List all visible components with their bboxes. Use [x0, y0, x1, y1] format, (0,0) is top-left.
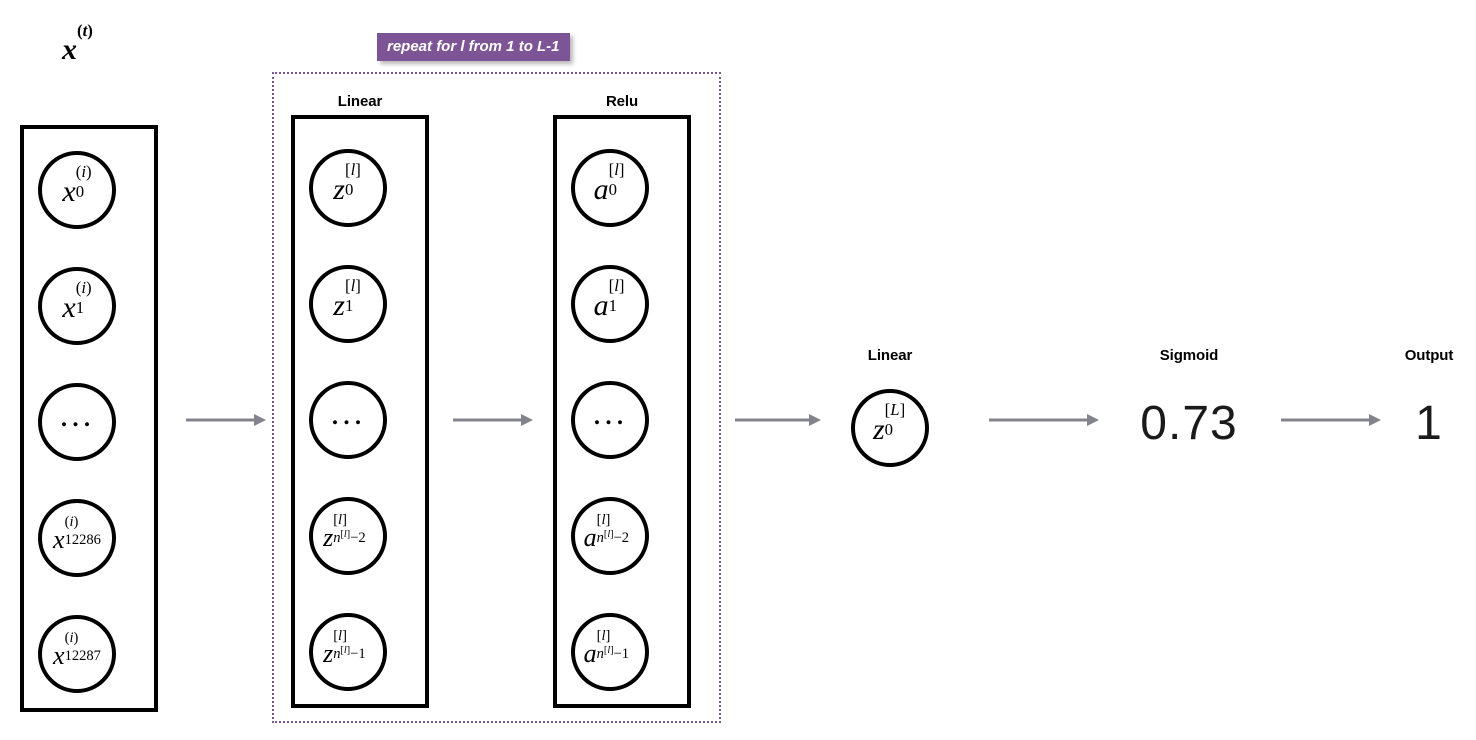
arrowhead-icon — [809, 414, 821, 426]
ellipsis-label: ... — [592, 395, 628, 432]
ellipsis-label: ... — [59, 397, 95, 434]
node-input-1[interactable]: x(i)1(i) — [38, 267, 116, 345]
node-label: z[L]0[L] — [872, 399, 906, 446]
node-z-1[interactable]: z[l]1[l] — [309, 265, 387, 343]
sigmoid-value: 0.73 — [1140, 397, 1238, 450]
arrow-input-to-hidden — [186, 410, 266, 430]
output-value: 1 — [1415, 397, 1443, 450]
arrowhead-icon — [254, 414, 266, 426]
node-input-0[interactable]: x(i)0(i) — [38, 151, 116, 229]
hidden-column-label-linear: Linear — [337, 93, 383, 110]
node-input-ellipsis: ... — [38, 383, 116, 461]
node-label: z[l]n[l]−2n[l]−2 — [323, 512, 366, 552]
node-z-n-minus-1[interactable]: z[l]n[l]−1n[l]−1 — [309, 613, 387, 691]
node-label: z[l]n[l]−1n[l]−1 — [323, 628, 366, 668]
arrow-linear-to-relu — [453, 410, 533, 430]
arrowhead-icon — [1087, 414, 1099, 426]
node-a-1[interactable]: a[l]1[l] — [571, 265, 649, 343]
node-z-n-minus-2[interactable]: z[l]n[l]−2n[l]−2 — [309, 497, 387, 575]
input-layer-title: x(t) — [62, 20, 93, 66]
node-label: a[l]1[l] — [593, 275, 625, 322]
ellipsis-label: ... — [330, 395, 366, 432]
node-a-0[interactable]: a[l]0[l] — [571, 149, 649, 227]
node-label: x(i)1228612286 — [53, 514, 101, 554]
hidden-column-label-relu: Relu — [605, 93, 639, 110]
hidden-block-dotted-container — [272, 72, 721, 723]
node-z-final[interactable]: z[L]0[L] — [851, 389, 929, 467]
node-label: z[l]1[l] — [333, 275, 361, 322]
output-label: Output — [1404, 347, 1454, 364]
node-a-n-minus-1[interactable]: a[l]n[l]−1n[l]−1 — [571, 613, 649, 691]
node-label: a[l]0[l] — [593, 159, 625, 206]
hidden-linear-column-box: z[l]0[l] z[l]1[l] ... z[l]n[l]−2n[l]−2 z… — [291, 115, 429, 708]
node-z-0[interactable]: z[l]0[l] — [309, 149, 387, 227]
hidden-relu-column-box: a[l]0[l] a[l]1[l] ... a[l]n[l]−2n[l]−2 a… — [553, 115, 691, 708]
node-z-ellipsis: ... — [309, 381, 387, 459]
sigmoid-label: Sigmoid — [1159, 347, 1219, 364]
node-label: z[l]0[l] — [333, 159, 361, 206]
arrowhead-icon — [521, 414, 533, 426]
node-a-ellipsis: ... — [571, 381, 649, 459]
node-label: a[l]n[l]−1n[l]−1 — [583, 628, 630, 668]
arrowhead-icon — [1369, 414, 1381, 426]
node-a-n-minus-2[interactable]: a[l]n[l]−2n[l]−2 — [571, 497, 649, 575]
node-input-12286[interactable]: x(i)1228612286 — [38, 499, 116, 577]
final-linear-label: Linear — [867, 347, 913, 364]
node-label: x(i)1(i) — [62, 277, 92, 324]
node-label: x(i)1228712287 — [53, 630, 101, 670]
node-label: x(i)0(i) — [62, 161, 92, 208]
node-input-12287[interactable]: x(i)1228712287 — [38, 615, 116, 693]
input-layer-box: x(i)0(i) x(i)1(i) ... x(i)1228612286 x(i… — [20, 125, 158, 712]
arrow-sigmoid-to-output — [1281, 410, 1381, 430]
repeat-banner: repeat for l from 1 to L-1 — [377, 33, 570, 61]
node-label: a[l]n[l]−2n[l]−2 — [583, 512, 630, 552]
arrow-linear-to-sigmoid — [989, 410, 1099, 430]
arrow-hidden-to-final-linear — [735, 410, 821, 430]
